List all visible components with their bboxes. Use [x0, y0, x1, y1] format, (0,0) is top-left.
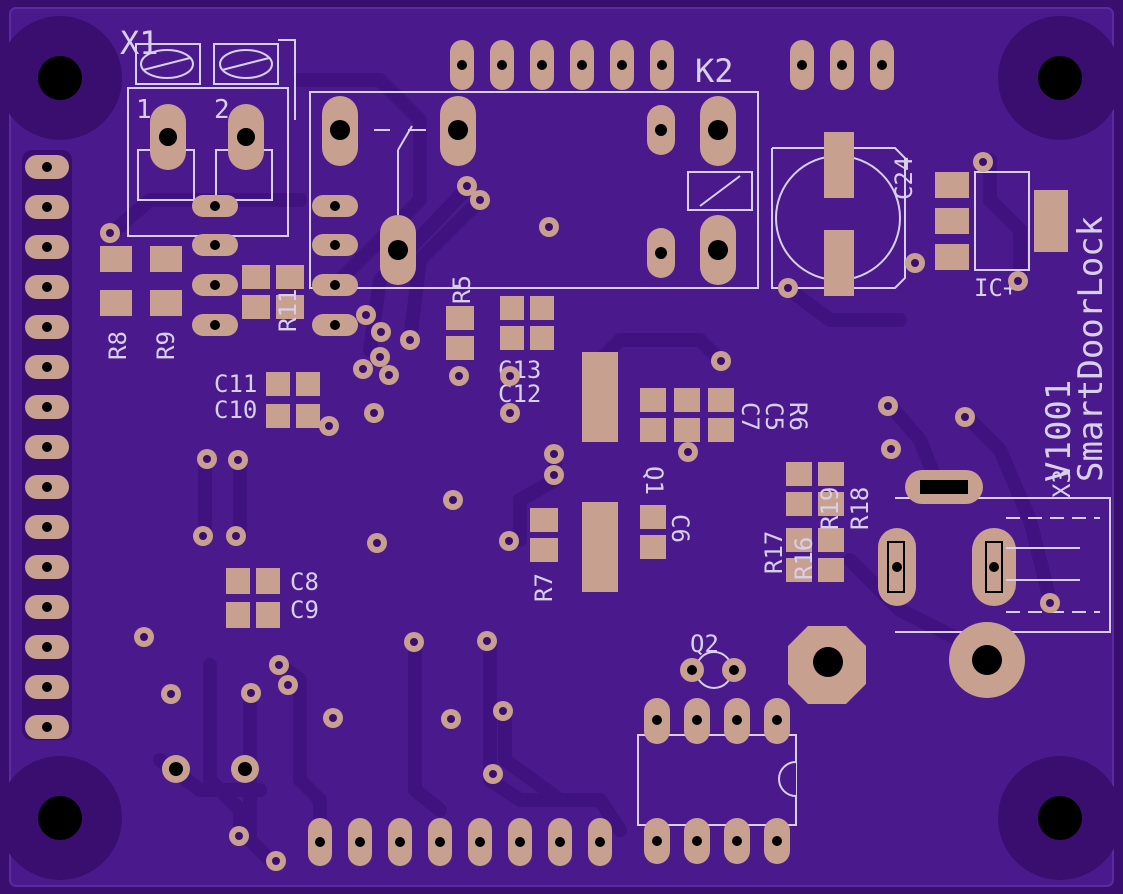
ic-regulator: IC+ — [935, 171, 1068, 302]
q2-label: Q2 — [690, 630, 719, 658]
mounting-hole-bottom-right — [1038, 796, 1082, 840]
c9-label: C9 — [290, 596, 319, 624]
c10-label: C10 — [214, 396, 257, 424]
r19-label: R19 — [816, 487, 844, 530]
mounting-hole-bottom-left — [38, 796, 82, 840]
r9-label: R9 — [152, 331, 180, 360]
k2-relay: K2 — [309, 52, 759, 289]
r5-label: R5 — [448, 275, 476, 304]
r11-label: R11 — [274, 289, 302, 332]
c7-label: C7 — [736, 402, 764, 431]
x1-pin2-label: 2 — [214, 95, 230, 125]
mounting-hole-top-right — [1038, 56, 1082, 100]
r17-label: R17 — [760, 531, 788, 574]
left-pin-header — [22, 150, 72, 740]
r8-label: R8 — [104, 331, 132, 360]
mounting-holes — [0, 16, 1122, 880]
x3-label: X3 — [1048, 469, 1076, 498]
power-pads — [788, 622, 1025, 704]
c10-c11-group — [266, 372, 320, 428]
vias — [100, 152, 1060, 871]
r16-r19-group — [786, 462, 844, 582]
c24-capacitor: C24 — [771, 132, 918, 296]
q1-label: Q1 — [640, 466, 668, 495]
x1-label: X1 — [120, 24, 159, 62]
bottom-pin-header — [308, 818, 612, 866]
c24-label: C24 — [890, 157, 918, 200]
r6-label: R6 — [784, 402, 812, 431]
r5-c13-group — [446, 296, 554, 360]
dip8-ic — [637, 698, 797, 864]
c6-label: C6 — [666, 514, 694, 543]
k2-label: K2 — [695, 52, 734, 90]
x1-pin1-label: 1 — [136, 95, 152, 125]
resistor-group-left — [100, 195, 358, 336]
board-version: V1001 — [1039, 380, 1079, 482]
r16-label: R16 — [790, 537, 818, 580]
x3-connector: X3 — [878, 469, 1111, 633]
q1-c6-r7-group — [530, 502, 666, 592]
c11-label: C11 — [214, 370, 257, 398]
c5-label: C5 — [760, 402, 788, 431]
c8-c9-group — [226, 568, 280, 628]
r18-label: R18 — [846, 487, 874, 530]
mounting-hole-top-left — [38, 56, 82, 100]
board-title: SmartDoorLock — [1071, 216, 1111, 482]
c5-c7-r6-group — [582, 352, 734, 442]
q2-transistor: Q2 — [680, 630, 746, 689]
c8-label: C8 — [290, 568, 319, 596]
x1-terminal-block: X1 1 2 — [120, 24, 296, 237]
r7-label: R7 — [530, 573, 558, 602]
top-pin-header — [450, 40, 894, 90]
